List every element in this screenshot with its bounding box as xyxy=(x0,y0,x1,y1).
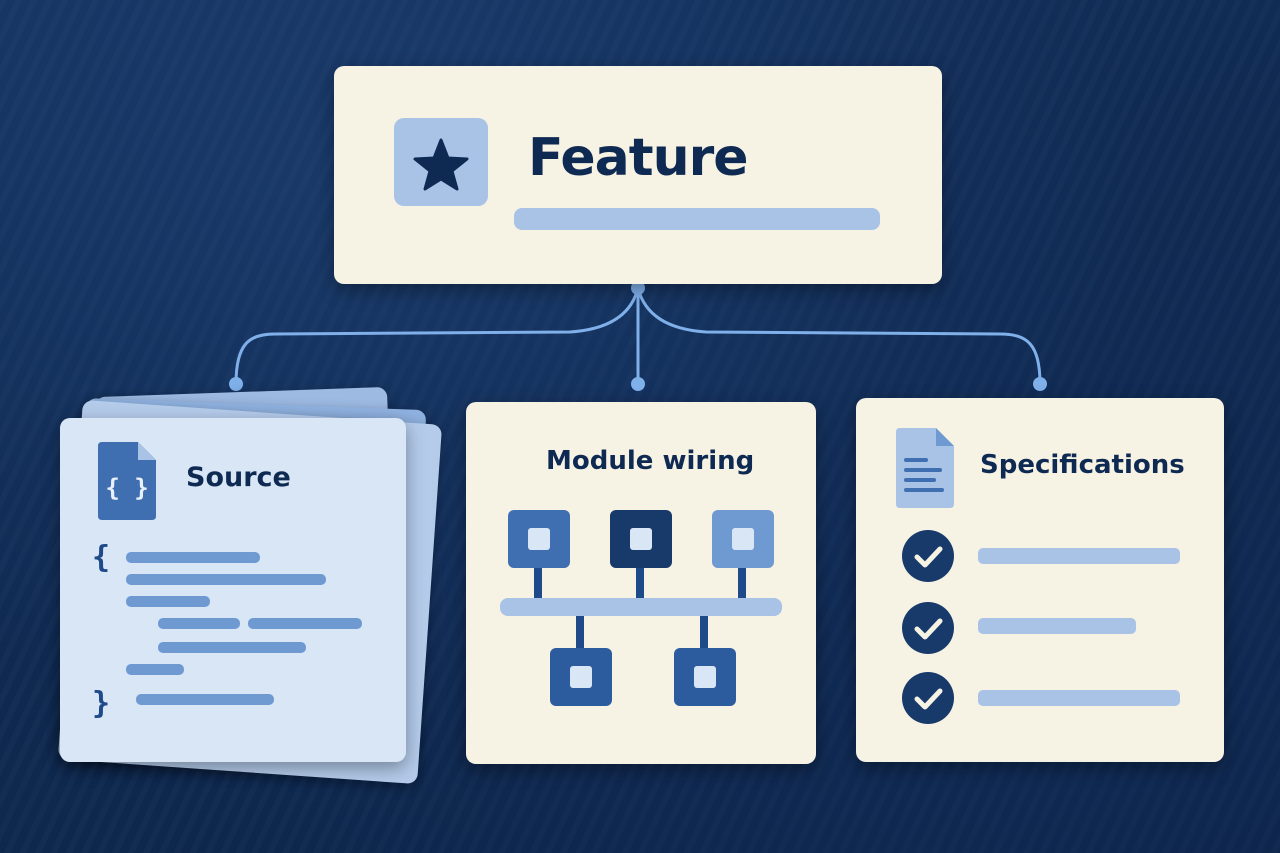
check-icon xyxy=(902,530,954,582)
specifications-title: Specifications xyxy=(980,450,1185,480)
code-line xyxy=(136,694,274,705)
spec-item-bar xyxy=(978,548,1180,564)
code-line xyxy=(126,552,260,563)
document-icon xyxy=(892,426,958,510)
module-title: Module wiring xyxy=(546,446,755,476)
feature-subtitle-bar xyxy=(514,208,880,230)
spec-item-bar xyxy=(978,690,1180,706)
connector-to-source xyxy=(234,286,640,386)
connector-node-top xyxy=(631,281,645,295)
star-icon xyxy=(394,118,488,206)
code-file-icon: { } xyxy=(94,440,160,522)
module-node xyxy=(508,510,570,568)
connector-node-spec xyxy=(1033,377,1047,391)
code-line xyxy=(158,618,240,629)
code-close-brace: } xyxy=(92,686,111,721)
source-title: Source xyxy=(186,462,291,493)
spec-item-bar xyxy=(978,618,1136,634)
code-open-brace: { xyxy=(92,540,111,575)
feature-title: Feature xyxy=(528,128,749,188)
code-line xyxy=(158,642,306,653)
code-line xyxy=(126,596,210,607)
code-line xyxy=(126,664,184,675)
connector-node-source xyxy=(229,377,243,391)
code-line xyxy=(126,574,326,585)
module-node xyxy=(712,510,774,568)
connector-to-spec xyxy=(636,286,1042,386)
code-line xyxy=(248,618,362,629)
module-node xyxy=(674,648,736,706)
module-node xyxy=(610,510,672,568)
check-icon xyxy=(902,672,954,724)
module-node xyxy=(550,648,612,706)
check-icon xyxy=(902,602,954,654)
connector-node-module xyxy=(631,377,645,391)
svg-text:{ }: { } xyxy=(105,474,148,502)
